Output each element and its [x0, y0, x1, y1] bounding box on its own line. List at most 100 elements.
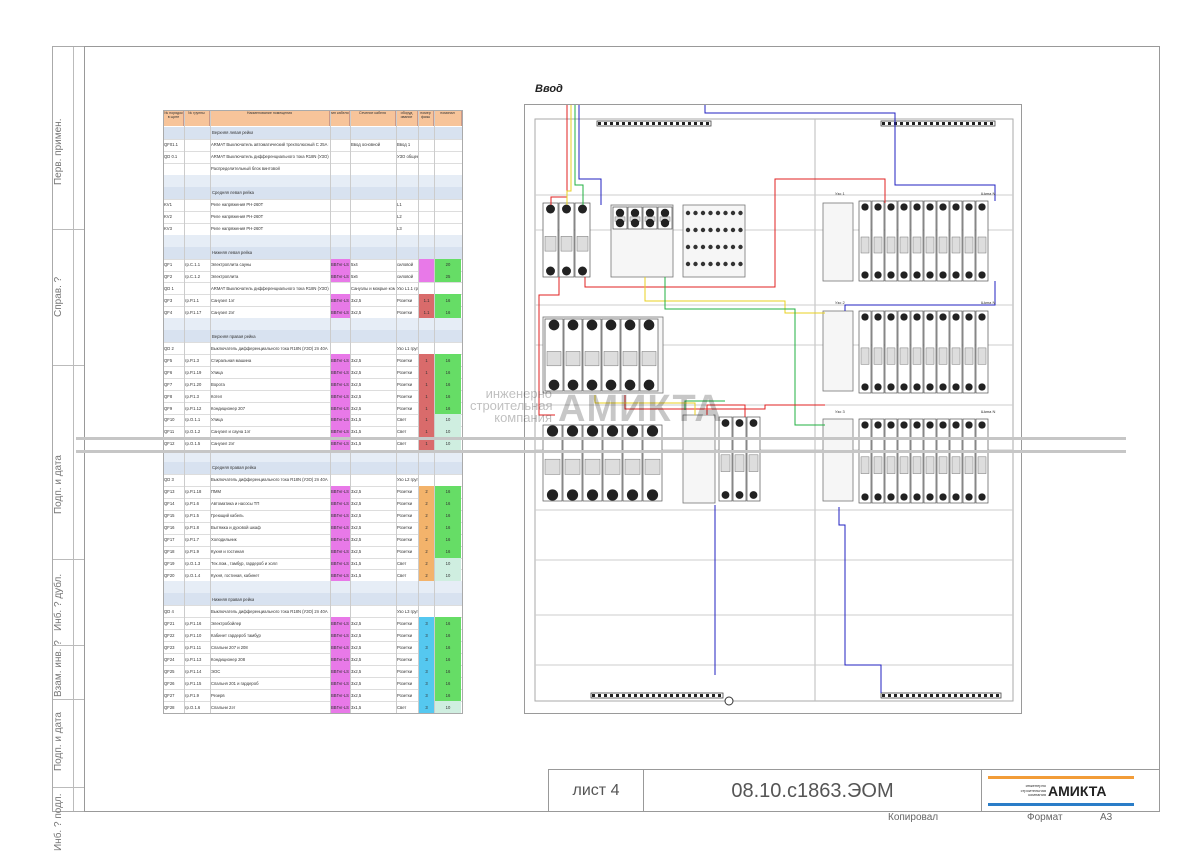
section-title: Нижняя левая рейка	[212, 250, 253, 256]
breaker-terminal	[605, 319, 617, 331]
table-cell-ph: 1	[425, 369, 428, 375]
table-cell-a: QF22	[164, 632, 175, 638]
distribution-block-hole	[693, 244, 698, 250]
cell-color-fill	[418, 653, 434, 666]
terminal-screw	[888, 122, 891, 125]
table-cell-cable: ВВГнг-LS	[331, 381, 349, 387]
table-cell-a: QF14	[164, 501, 175, 507]
table-cell-ph: 1	[425, 429, 428, 435]
table-cell-eq: силовой	[397, 273, 414, 279]
table-cell-a: QF2	[164, 273, 173, 279]
wire-neutral-bus	[704, 105, 996, 201]
cell-color-fill	[330, 306, 350, 319]
terminal-screw	[670, 122, 673, 125]
breaker-terminal	[660, 218, 670, 228]
cell-color-fill	[418, 617, 434, 630]
stamp-divider	[53, 365, 85, 366]
table-cell-eq: Розетки	[397, 369, 413, 375]
breaker-terminal	[566, 489, 579, 501]
table-cell-a: QF4	[164, 309, 173, 315]
terminal-screw	[664, 122, 667, 125]
table-cell-eq: Свет	[397, 704, 407, 710]
table-cell-a: QF23	[164, 644, 175, 650]
cell-color-fill	[330, 545, 350, 558]
table-cell-a: QF19	[164, 560, 175, 566]
group-label-1: Узо 1	[835, 191, 845, 196]
table-cell-ph: 1	[425, 405, 428, 411]
table-cell-a: QF20	[164, 572, 175, 578]
wire-l1-to-lower	[538, 277, 560, 416]
breaker-toggle	[951, 456, 961, 474]
table-cell-nom: 10	[445, 417, 451, 423]
table-cell-b: гр.О.1.2	[185, 429, 201, 435]
breaker-terminal	[615, 218, 625, 228]
table-cell-eq: Розетки	[397, 680, 413, 686]
terminal-screw	[918, 694, 921, 697]
table-cell-name: Улица	[211, 417, 223, 423]
breaker-terminal	[861, 421, 869, 429]
breaker-toggle	[938, 456, 948, 474]
breaker-toggle	[603, 351, 619, 367]
table-cell-name: Выключатель дифференциального тока R18N …	[211, 477, 329, 483]
table-cell-ph: 2	[425, 525, 428, 531]
cell-color-fill	[418, 354, 434, 367]
terminal-screw	[948, 122, 951, 125]
breaker-terminal	[643, 319, 655, 331]
terminal-screw	[610, 122, 613, 125]
table-cell-name: Спальни 2эт	[211, 704, 236, 710]
distribution-block-hole	[715, 227, 721, 233]
breaker-toggle	[886, 236, 896, 254]
table-cell-nom: 16	[445, 620, 451, 626]
terminal-screw	[930, 122, 933, 125]
table-cell-sec: 3х1,5	[351, 441, 362, 447]
terminal-screw	[670, 694, 673, 697]
table-cell-cable: ВВГнг-LS	[331, 632, 349, 638]
breaker-toggle	[546, 351, 562, 367]
section-title: Нижняя правая рейка	[212, 596, 255, 602]
table-cell-cable: ВВГнг-LS	[331, 620, 349, 626]
cell-color-fill	[418, 402, 434, 414]
table-cell-a: QF9	[164, 405, 173, 411]
breaker-terminal	[626, 489, 639, 501]
breaker-toggle	[925, 236, 935, 254]
breaker-terminal	[566, 425, 579, 437]
cell-color-fill	[434, 689, 461, 702]
table-cell-eq: Розетки	[397, 309, 413, 315]
table-cell-b: гр.Р.1.9	[185, 692, 200, 698]
distribution-block-hole	[708, 210, 713, 216]
cell-color-fill	[330, 378, 350, 391]
table-cell-nom: 10	[445, 572, 451, 578]
terminal-screw	[598, 122, 601, 125]
table-cell-eq: Розетки	[397, 489, 413, 495]
terminal-screw	[706, 694, 709, 697]
cell-color-fill	[330, 402, 350, 414]
table-cell-nom: 16	[445, 393, 451, 399]
stamp-label-inv-dubl: Инб. ? дубл.	[53, 573, 64, 631]
breaker-toggle	[584, 351, 600, 367]
breaker-toggle	[964, 347, 974, 365]
breaker-toggle	[925, 456, 935, 474]
table-cell-nom: 16	[445, 680, 451, 686]
breaker-toggle	[977, 347, 987, 365]
table-cell-b: гр.Р.1.6	[185, 501, 200, 507]
terminal-screw	[936, 694, 939, 697]
table-cell-a: QF7	[164, 381, 173, 387]
breaker-terminal	[749, 491, 758, 499]
copied-label: Копировал	[888, 812, 939, 823]
breaker-toggle	[912, 236, 922, 254]
table-grid-line	[396, 111, 397, 713]
breaker-terminal	[926, 493, 934, 501]
table-cell-name: Реле напряжения РН-260Т	[211, 214, 264, 220]
breaker-terminal	[626, 425, 639, 437]
terminal-screw	[978, 122, 981, 125]
table-cell-eq: Свет	[397, 560, 407, 566]
section-title: Верхняя правая рейка	[212, 333, 256, 339]
cell-color-fill	[418, 509, 434, 522]
table-cell-b: гр.Р.1.1	[185, 297, 200, 303]
table-cell-eq: Розетки	[397, 549, 413, 555]
cell-color-fill	[418, 701, 434, 713]
